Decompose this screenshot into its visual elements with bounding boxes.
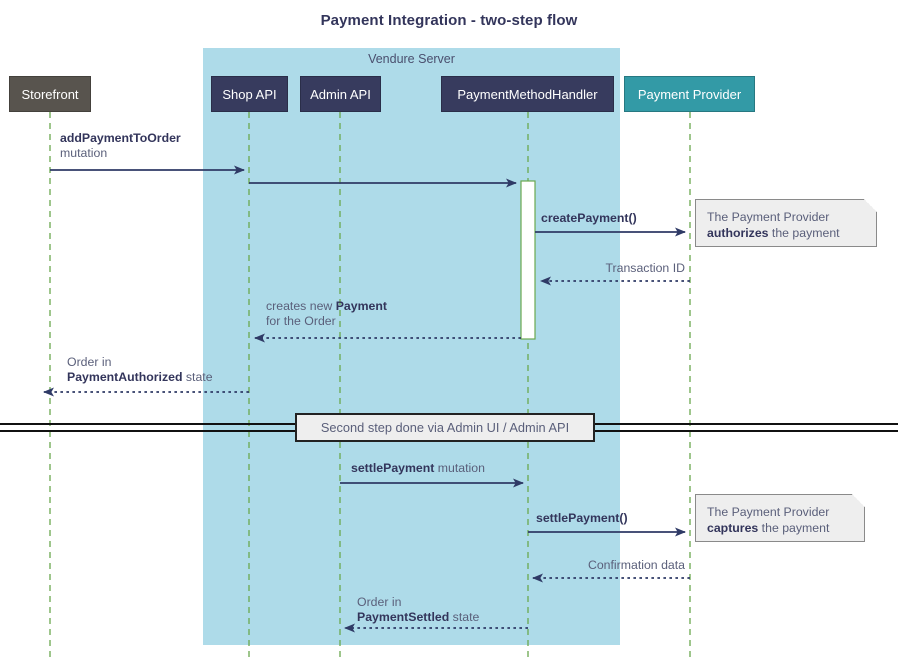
note-authorizes-plain: the payment (768, 226, 840, 240)
note-authorizes-bold: authorizes (707, 226, 769, 240)
message-label-create-payment: createPayment() (541, 211, 701, 226)
participant-payment-provider[interactable]: Payment Provider (624, 76, 755, 112)
activation-bar-payment-method-handler (520, 180, 536, 340)
label-creates-new-prefix: creates new (266, 299, 336, 313)
label-order-settled-state-plain: state (449, 610, 480, 624)
message-label-settle-payment-mutation: settlePayment mutation (351, 461, 581, 476)
participant-label-admin-api: Admin API (310, 86, 371, 102)
participant-shop-api[interactable]: Shop API (211, 76, 288, 112)
label-create-payment: createPayment() (541, 211, 637, 225)
message-arrows (43, 165, 690, 633)
label-creates-new-order: for the Order (266, 314, 336, 328)
participant-admin-api[interactable]: Admin API (300, 76, 381, 112)
note-captures-bold: captures (707, 521, 759, 535)
message-label-confirmation-data: Confirmation data (520, 558, 685, 573)
participant-label-shop-api: Shop API (222, 86, 277, 102)
note-captures-line1: The Payment Provider (707, 505, 830, 519)
label-order-auth-state-bold: PaymentAuthorized (67, 370, 183, 384)
divider-label-box: Second step done via Admin UI / Admin AP… (295, 413, 595, 442)
note-captures: The Payment Provider captures the paymen… (695, 494, 865, 542)
label-settle-mutation-bold: settlePayment (351, 461, 435, 475)
label-order-settled-line1: Order in (357, 595, 402, 609)
participant-storefront[interactable]: Storefront (9, 76, 91, 112)
note-authorizes: The Payment Provider authorizes the paym… (695, 199, 877, 247)
message-label-transaction-id: Transaction ID (530, 261, 685, 276)
label-confirmation-data: Confirmation data (587, 558, 685, 572)
divider-label-text: Second step done via Admin UI / Admin AP… (320, 420, 570, 435)
label-order-settled-state-bold: PaymentSettled (357, 610, 450, 624)
label-transaction-id: Transaction ID (605, 261, 685, 275)
label-settle-mutation-plain: mutation (434, 461, 485, 475)
note-fold-icon-2 (852, 494, 865, 507)
participant-payment-method-handler[interactable]: PaymentMethodHandler (441, 76, 614, 112)
note-authorizes-line1: The Payment Provider (707, 210, 830, 224)
message-label-order-payment-settled: Order in PaymentSettled state (357, 595, 587, 625)
label-settle-call: settlePayment() (536, 511, 628, 525)
group-label-vendure-server: Vendure Server (368, 52, 455, 66)
message-label-creates-new-payment: creates new Payment for the Order (266, 299, 526, 329)
label-creates-new-payment-bold: Payment (335, 299, 387, 313)
participant-label-payment-method-handler: PaymentMethodHandler (457, 86, 598, 102)
participant-label-payment-provider: Payment Provider (637, 86, 742, 102)
note-fold-icon (864, 199, 877, 212)
label-order-auth-state-plain: state (182, 370, 213, 384)
participant-label-storefront: Storefront (21, 86, 79, 102)
label-add-payment-bold: addPaymentToOrder (60, 131, 181, 145)
page-title: Payment Integration - two-step flow (320, 12, 578, 29)
message-label-add-payment-to-order: addPaymentToOrder mutation (60, 131, 260, 161)
message-label-settle-payment-call: settlePayment() (536, 511, 696, 526)
label-order-auth-line1: Order in (67, 355, 112, 369)
group-box-vendure-server (203, 48, 620, 645)
label-add-payment-plain: mutation (60, 146, 108, 160)
note-captures-plain: the payment (758, 521, 830, 535)
message-label-order-payment-authorized: Order in PaymentAuthorized state (67, 355, 297, 385)
